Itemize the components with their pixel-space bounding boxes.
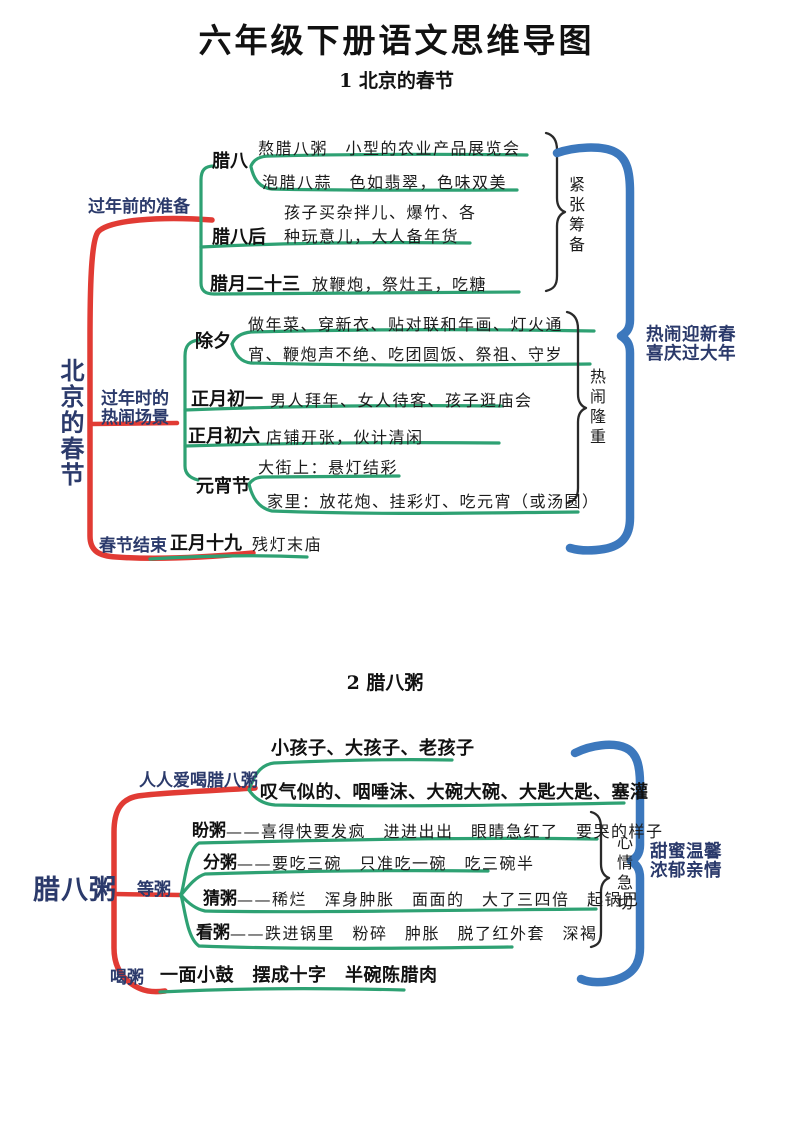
map1-labahou-desc-line1: 孩子买杂拌儿、爆竹、各	[284, 203, 477, 222]
map2-branch-drink-label: 喝粥	[110, 968, 144, 987]
map2-wait-fork-cai	[179, 893, 598, 914]
map1-laba-item1: 熬腊八粥 小型的农业产品展览会	[258, 139, 521, 158]
map2-bracket-wait	[589, 810, 611, 949]
map1-subtitle: 1 北京的春节	[339, 70, 454, 92]
map1-branch-end-label: 春节结束	[99, 536, 167, 555]
map1-chuxi-fork-up	[230, 328, 596, 346]
map1-chuxi-desc-line1: 做年菜、穿新衣、贴对联和年画、灯火通	[248, 315, 564, 334]
map2-love-item1: 小孩子、大孩子、老孩子	[271, 738, 475, 758]
map1-branch-prep-label: 过年前的准备	[88, 197, 190, 216]
map2-drink-desc: 一面小鼓 摆成十字 半碗陈腊肉	[160, 965, 438, 985]
map1-chuyi-desc: 男人拜年、女人待客、孩子逛庙会	[270, 391, 533, 410]
map1-laba-item2: 泡腊八蒜 色如翡翠，色味双美	[262, 173, 508, 192]
map2-wait-fork-fen	[179, 869, 490, 897]
map1-end-underline	[148, 554, 309, 561]
map1-chuliu-underline	[183, 441, 501, 448]
map1-laba-label: 腊八	[212, 151, 248, 171]
map1-yuanxiao-label: 元宵节	[196, 476, 250, 496]
map1-chuliu-label: 正月初六	[188, 426, 260, 446]
map1-labahou-underline	[199, 241, 472, 249]
map1-yuanxiao-street: 大街上：悬灯结彩	[258, 458, 399, 477]
map1-laba-fork-up	[249, 152, 529, 168]
map2-fen-desc: ——要吃三碗 只准吃一碗 吃三碗半	[237, 854, 535, 873]
map1-chuyi-underline	[183, 404, 503, 412]
map1-summary: 热闹迎新春 喜庆过大年	[646, 325, 736, 363]
map2-subtitle: 2 腊八粥	[346, 672, 424, 694]
page-title: 六年级下册语文思维导图	[198, 22, 595, 59]
map2-love-fork-up	[247, 758, 454, 792]
map1-laba-fork-down	[249, 165, 519, 192]
map2-summary-line1: 甜蜜温馨	[650, 841, 722, 861]
map2-wait-fork-pan	[179, 836, 599, 897]
map2-red-mid-spur	[111, 891, 183, 898]
map1-branch-scene-label-line2: 热闹场景	[101, 408, 169, 427]
map1-branch-scene-label-line1: 过年时的	[101, 389, 169, 408]
map1-labahou-desc-line2: 种玩意儿，大人备年货	[284, 227, 460, 246]
map1-layue23-label: 腊月二十三	[210, 274, 300, 294]
map2-fen-label: 分粥	[203, 853, 237, 872]
map1-chuxi-fork-down	[230, 342, 592, 367]
map2-cai-label: 猜粥	[203, 889, 237, 908]
map1-blue-brace	[552, 143, 635, 555]
map1-end-desc: 残灯末庙	[252, 535, 323, 554]
map2-red-brace	[111, 785, 258, 995]
map2-wait-fork-kan	[179, 893, 514, 950]
map1-bracket-prep-label: 紧张筹备	[566, 176, 585, 256]
map2-branch-wait-label: 等粥	[137, 880, 171, 899]
map2-root-label: 腊八粥	[33, 875, 117, 905]
map2-summary: 甜蜜温馨 浓郁亲情	[650, 842, 722, 880]
map2-summary-line2: 浓郁亲情	[650, 860, 722, 880]
map2-pan-label: 盼粥	[192, 821, 226, 840]
map1-chuxi-desc-line2: 宵、鞭炮声不绝、吃团圆饭、祭祖、守岁	[248, 345, 564, 364]
map2-kan-label: 看粥	[196, 923, 230, 942]
map1-red-mid-spur	[87, 420, 180, 427]
map1-prep-spine	[199, 164, 521, 296]
map2-cai-desc: ——稀烂 浑身肿胀 面面的 大了三四倍 起锅巴	[237, 890, 640, 909]
map1-chuyi-label: 正月初一	[191, 389, 263, 409]
map2-branch-love-label: 人人爱喝腊八粥	[139, 771, 258, 790]
map1-yuanxiao-home: 家里：放花炮、挂彩灯、吃元宵（或汤圆）	[267, 492, 600, 511]
map1-summary-line1: 热闹迎新春	[646, 324, 736, 344]
map1-bracket-scene	[565, 310, 588, 505]
map1-root-label: 北京的春节	[56, 358, 83, 488]
map1-chuliu-desc: 店铺开张，伙计清闲	[266, 428, 424, 447]
map1-summary-line2: 喜庆过大年	[646, 343, 736, 363]
map1-yuanxiao-fork-down	[247, 482, 580, 515]
map1-chuxi-label: 除夕	[195, 331, 231, 351]
map2-drink-underline	[158, 987, 406, 994]
map1-layue23-desc: 放鞭炮，祭灶王，吃糖	[312, 275, 488, 294]
map1-end-bold: 正月十九	[170, 533, 242, 553]
map1-bracket-scene-label: 热闹隆重	[587, 368, 606, 448]
map2-pan-desc: ——喜得快要发疯 进进出出 眼睛急红了 要哭的样子	[226, 822, 664, 841]
map1-bracket-prep	[544, 131, 567, 293]
map2-blue-brace	[570, 740, 645, 987]
map2-kan-desc: ——跌进锅里 粉碎 肿胀 脱了红外套 深褐	[230, 924, 598, 943]
map2-love-item2: 叹气似的、咽唾沫、大碗大碗、大匙大匙、塞灌	[260, 782, 649, 802]
map1-labahou-label: 腊八后	[212, 227, 266, 247]
map2-love-fork-down	[247, 788, 626, 808]
map2-bracket-wait-label: 心情急切	[614, 834, 633, 914]
